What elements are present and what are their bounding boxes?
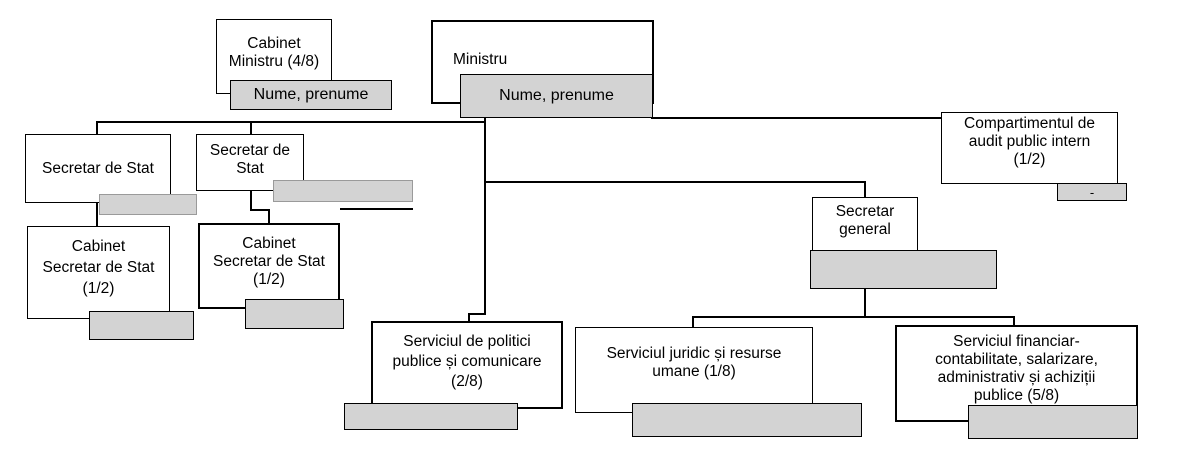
secretar-stat-2-title: Secretar de Stat [209,142,291,177]
serviciu-financiar-name [968,405,1138,439]
audit-name: - [1057,183,1127,201]
ministru-name-label: Nume, prenume [499,87,614,104]
secretar-stat-1-title: Secretar de Stat [41,159,154,177]
connector [484,103,486,315]
connector [864,288,866,318]
audit-title: Compartimentul de audit public intern (1… [964,115,1095,168]
secretar-general-title: Secretar general [835,203,895,238]
cabinet-secretar-1-box: Cabinet Secretar de Stat (1/2) [27,226,170,319]
connector [468,313,486,315]
connector [864,181,866,199]
connector [468,313,470,323]
cabinet-secretar-2-box: Cabinet Secretar de Stat (1/2) [198,223,340,309]
connector [340,208,413,210]
connector [692,316,694,328]
connector [484,181,866,183]
serviciu-politici-box: Serviciul de politici publice și comunic… [371,321,563,409]
connector [250,209,270,211]
secretar-stat-1-name [99,194,197,215]
connector [96,121,98,135]
cabinet-ministru-title: Cabinet Ministru (4/8) [228,35,320,70]
secretar-stat-2-name [273,180,413,202]
serviciu-juridic-title: Serviciul juridic și resurse umane (1/8) [606,345,782,380]
ministru-name: Nume, prenume [460,74,653,118]
connector [250,190,252,210]
connector [692,316,1015,318]
connector [96,203,98,227]
audit-name-label: - [1089,184,1095,200]
secretar-stat-1-box: Secretar de Stat [25,134,171,203]
serviciu-politici-title: Serviciul de politici publice și comunic… [392,333,542,390]
serviciu-juridic-box: Serviciul juridic și resurse umane (1/8) [575,327,813,413]
connector [1013,316,1015,326]
audit-box: Compartimentul de audit public intern (1… [941,112,1118,184]
connector [250,121,252,135]
serviciu-juridic-name [632,403,862,437]
cabinet-secretar-2-name [245,299,344,329]
connector [268,209,270,223]
secretar-general-box: Secretar general [812,197,918,252]
cabinet-secretar-1-name [89,311,194,340]
cabinet-ministru-name: Nume, prenume [230,80,392,110]
ministru-title: Ministru [453,51,508,68]
connector [651,117,941,119]
serviciu-politici-name [344,403,518,430]
serviciu-financiar-title: Serviciul financiar- contabilitate, sala… [935,333,1098,404]
cabinet-ministru-name-label: Nume, prenume [253,86,369,103]
secretar-general-name [810,250,997,289]
cabinet-secretar-1-title: Cabinet Secretar de Stat (1/2) [42,238,155,297]
cabinet-secretar-2-title: Cabinet Secretar de Stat (1/2) [212,235,325,288]
connector [96,121,485,123]
